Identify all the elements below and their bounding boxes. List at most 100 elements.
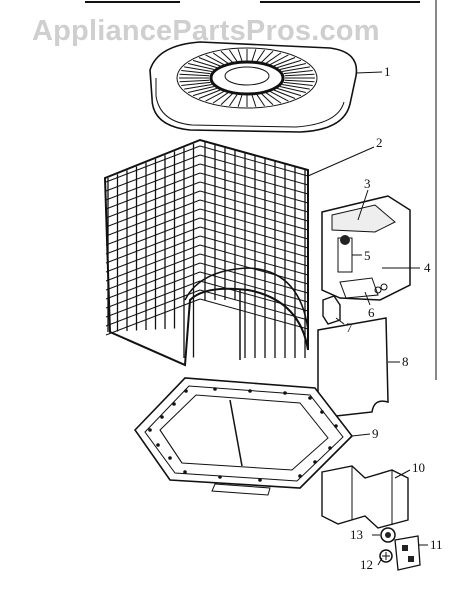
grille-spoke xyxy=(179,79,210,83)
guard-wire-horizontal xyxy=(199,271,309,303)
leader-lines xyxy=(307,71,428,566)
grille-spoke xyxy=(251,49,257,62)
grille-spoke xyxy=(283,81,313,87)
grille-spoke xyxy=(181,81,211,87)
callout-8: 8 xyxy=(402,354,409,369)
grille-spoke xyxy=(198,57,221,67)
grille-spoke xyxy=(261,93,274,106)
pan-bolt-hole xyxy=(320,410,324,414)
grille-spoke xyxy=(212,52,229,64)
guard-wire-horizontal xyxy=(105,253,201,291)
guard-wire-horizontal xyxy=(199,280,309,312)
grille-spoke xyxy=(212,92,229,104)
guard-wire-horizontal xyxy=(105,280,201,318)
guard-wire-horizontal xyxy=(105,235,201,273)
grille-spoke xyxy=(220,50,233,63)
callout-1: 1 xyxy=(384,64,391,79)
pan-bolt-hole xyxy=(258,478,262,482)
part-4-control-box xyxy=(321,195,411,301)
part-2-coil-guard xyxy=(103,138,309,367)
grille-spoke xyxy=(265,52,282,64)
grille-spoke xyxy=(277,87,302,97)
pan-bolt-hole xyxy=(156,443,160,447)
guard-wire-horizontal xyxy=(105,217,201,255)
grille-spoke xyxy=(184,66,212,72)
pan-bolt-hole xyxy=(218,475,222,479)
callout-2: 2 xyxy=(376,135,383,150)
grille-spoke xyxy=(256,94,266,107)
guard-wire-horizontal xyxy=(105,289,201,327)
guard-wire-horizontal xyxy=(105,172,201,210)
grille-spoke xyxy=(284,79,315,83)
guard-wire-horizontal xyxy=(199,289,309,321)
grille-spoke xyxy=(279,86,307,93)
guard-wire-horizontal xyxy=(199,235,309,267)
part-11-plate xyxy=(394,535,421,571)
guard-wire-horizontal xyxy=(105,163,201,201)
part-13-part xyxy=(380,527,396,543)
grille-spoke xyxy=(184,84,212,90)
guard-wire-horizontal xyxy=(199,226,309,258)
grille-spoke xyxy=(179,73,210,77)
pan-bolt-hole xyxy=(172,402,176,406)
pan-bolt-hole xyxy=(298,474,302,478)
guard-wire-horizontal xyxy=(199,208,309,240)
guard-wire-horizontal xyxy=(199,190,309,222)
guard-wire-horizontal xyxy=(105,271,201,309)
guard-wire-horizontal xyxy=(105,226,201,264)
pan-bolt-hole xyxy=(313,460,317,464)
grille-spoke xyxy=(228,94,238,107)
grille-spoke xyxy=(237,49,243,62)
guard-wire-horizontal xyxy=(199,181,309,213)
grille-spoke xyxy=(192,59,217,69)
callout-5: 5 xyxy=(364,248,371,263)
grille-spoke xyxy=(265,92,282,104)
callout-12: 12 xyxy=(360,557,373,572)
guard-wire-horizontal xyxy=(199,298,309,330)
grille-spoke xyxy=(192,87,217,97)
pan-bolt-hole xyxy=(248,389,252,393)
part-9-base-pan xyxy=(133,377,354,496)
callout-11: 11 xyxy=(430,537,443,552)
pan-bolt-hole xyxy=(213,387,217,391)
callout-6: 6 xyxy=(368,305,375,320)
grille-spoke xyxy=(256,49,266,62)
grille-spoke xyxy=(282,84,310,90)
guard-wire-horizontal xyxy=(199,145,309,177)
part-1-top-grille xyxy=(149,41,358,133)
guard-wire-horizontal xyxy=(199,262,309,294)
guard-wire-horizontal xyxy=(199,199,309,231)
part-7-block xyxy=(322,295,341,325)
grille-spoke xyxy=(273,89,296,99)
callout-13: 13 xyxy=(350,527,363,542)
guard-wire-horizontal xyxy=(199,244,309,276)
grille-spoke xyxy=(187,63,215,70)
callout-4: 4 xyxy=(424,260,431,275)
callout-10: 10 xyxy=(412,460,425,475)
guard-wire-horizontal xyxy=(105,208,201,246)
grille-spoke xyxy=(220,93,233,106)
pan-bolt-hole xyxy=(283,391,287,395)
grille-spoke xyxy=(251,94,257,107)
callout-labels: 1 2 3 4 5 6 7 8 9 10 11 12 13 xyxy=(346,64,443,572)
part-10-bracket xyxy=(321,465,409,529)
grille-spoke xyxy=(187,86,215,93)
guard-wire-horizontal xyxy=(199,154,309,186)
pan-bolt-hole xyxy=(160,415,164,419)
grille-spoke xyxy=(269,91,289,102)
guard-wire-horizontal xyxy=(105,298,201,336)
grille-spoke xyxy=(284,73,315,77)
callout-7: 7 xyxy=(346,320,353,335)
grille-spoke xyxy=(237,94,243,107)
part-12-part xyxy=(379,549,393,563)
pan-bolt-hole xyxy=(148,428,152,432)
pan-bolt-hole xyxy=(183,470,187,474)
grille-spoke xyxy=(198,89,221,99)
pan-bolt-hole xyxy=(328,446,332,450)
pan-bolt-hole xyxy=(334,424,338,428)
grille-spoke xyxy=(205,91,225,102)
guard-wire-horizontal xyxy=(105,190,201,228)
guard-wire-horizontal xyxy=(105,154,201,192)
guard-wire-horizontal xyxy=(199,163,309,195)
